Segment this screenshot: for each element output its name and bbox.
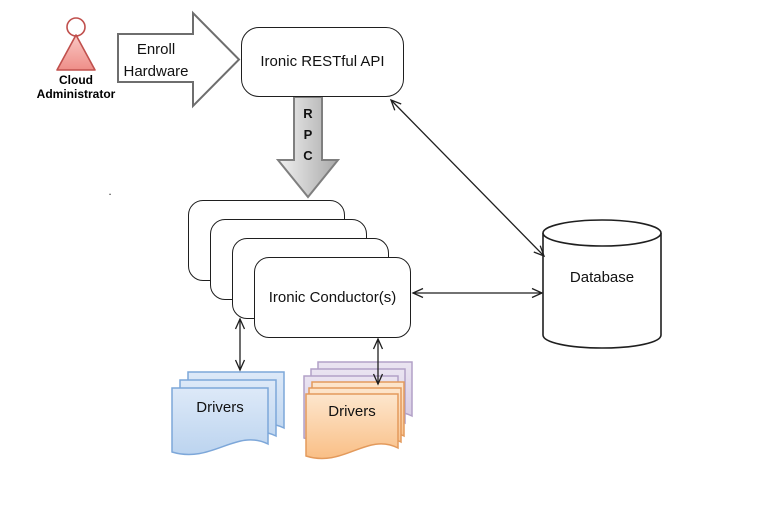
rpc-block-arrow: [275, 96, 341, 199]
api-database-arrow: [389, 98, 546, 258]
driver-document: [305, 393, 399, 460]
drivers-left-blue-stack: [171, 371, 285, 456]
stray-dot: .: [108, 184, 112, 198]
conductor-box-front: Ironic Conductor(s): [254, 257, 411, 338]
rpc-letter-p: P: [303, 127, 313, 142]
actor-body: [56, 34, 96, 71]
drivers-right-label: Drivers: [328, 403, 376, 420]
cloud-administrator-label: Cloud Administrator: [36, 73, 116, 101]
drivers-left-label: Drivers: [196, 399, 244, 416]
enroll-label-line1: Enroll: [136, 41, 176, 58]
api-label: Ironic RESTful API: [260, 53, 385, 70]
rpc-letter-c: C: [303, 148, 313, 163]
cloud-administrator-icon: [56, 17, 96, 71]
database-top: [542, 219, 662, 247]
enroll-block-arrow: [117, 10, 241, 109]
driver-document: [171, 387, 269, 456]
rpc-letter-r: R: [303, 106, 313, 121]
api-box: Ironic RESTful API: [241, 27, 404, 97]
rpc-label: R P C: [294, 103, 322, 166]
enroll-hardware-label: Enroll Hardware: [119, 39, 193, 83]
database-body: [542, 233, 662, 349]
conductor-label: Ironic Conductor(s): [268, 288, 397, 306]
enroll-label-line2: Hardware: [123, 63, 189, 80]
actor-head: [66, 17, 86, 37]
drivers-right-orange-stack: [305, 381, 405, 460]
database-label: Database: [569, 269, 635, 286]
